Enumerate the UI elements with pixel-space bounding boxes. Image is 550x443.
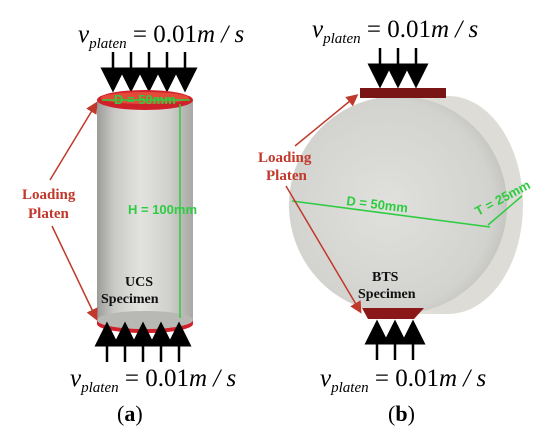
bts-specimen-label-line1: BTS xyxy=(372,270,399,285)
ucs-diameter-label: D = 50mm xyxy=(114,92,176,107)
ucs-top-velocity-equation: vplaten = 0.01m / s xyxy=(78,21,244,52)
ucs-top-load-arrows xyxy=(100,52,198,93)
ucs-height-label: H = 100mm xyxy=(128,202,197,217)
ucs-loading-label-line2: Platen xyxy=(28,206,69,222)
bts-specimen-label-line2: Specimen xyxy=(358,287,416,302)
bts-thickness-line xyxy=(487,195,523,226)
bts-loading-label-line2: Platen xyxy=(266,168,307,184)
bts-top-load-arrows xyxy=(367,48,429,89)
bts-top-platen xyxy=(360,88,446,98)
ucs-panel: vplaten = 0.01m / s D = 50mm H = 100mm L… xyxy=(22,21,244,426)
ucs-cylinder-bottom xyxy=(97,311,193,329)
bts-loading-label-line1: Loading xyxy=(258,150,312,166)
ucs-specimen-label-line1: UCS xyxy=(125,275,153,290)
ucs-specimen-label-line2: Specimen xyxy=(101,292,159,307)
bts-diameter-label: D = 50mm xyxy=(346,193,409,215)
ucs-top-platen-face xyxy=(101,92,189,104)
ucs-bottom-load-arrows xyxy=(94,321,192,362)
bts-bottom-load-arrows xyxy=(364,319,426,360)
bts-loading-arrow-bottom xyxy=(285,185,362,314)
bts-bottom-velocity-equation: vplaten = 0.01m / s xyxy=(320,365,486,396)
ucs-loading-arrow-top xyxy=(49,101,98,181)
panel-label-b: (b) xyxy=(388,401,415,426)
panel-label-a: (a) xyxy=(117,401,143,426)
bts-disc-front-face xyxy=(289,96,507,314)
ucs-loading-label-line1: Loading xyxy=(22,187,76,203)
ucs-bottom-velocity-equation: vplaten = 0.01m / s xyxy=(70,365,236,396)
ucs-cylinder-body xyxy=(97,100,193,320)
bts-loading-arrow-top xyxy=(294,94,359,147)
ucs-loading-arrow-bottom xyxy=(51,225,98,321)
bts-diameter-line xyxy=(291,200,491,228)
bts-top-velocity-equation: vplaten = 0.01m / s xyxy=(312,16,478,47)
bts-panel: vplaten = 0.01m / s D = 50mm T = 25mm Lo… xyxy=(258,16,533,426)
bts-bottom-platen xyxy=(362,308,424,319)
